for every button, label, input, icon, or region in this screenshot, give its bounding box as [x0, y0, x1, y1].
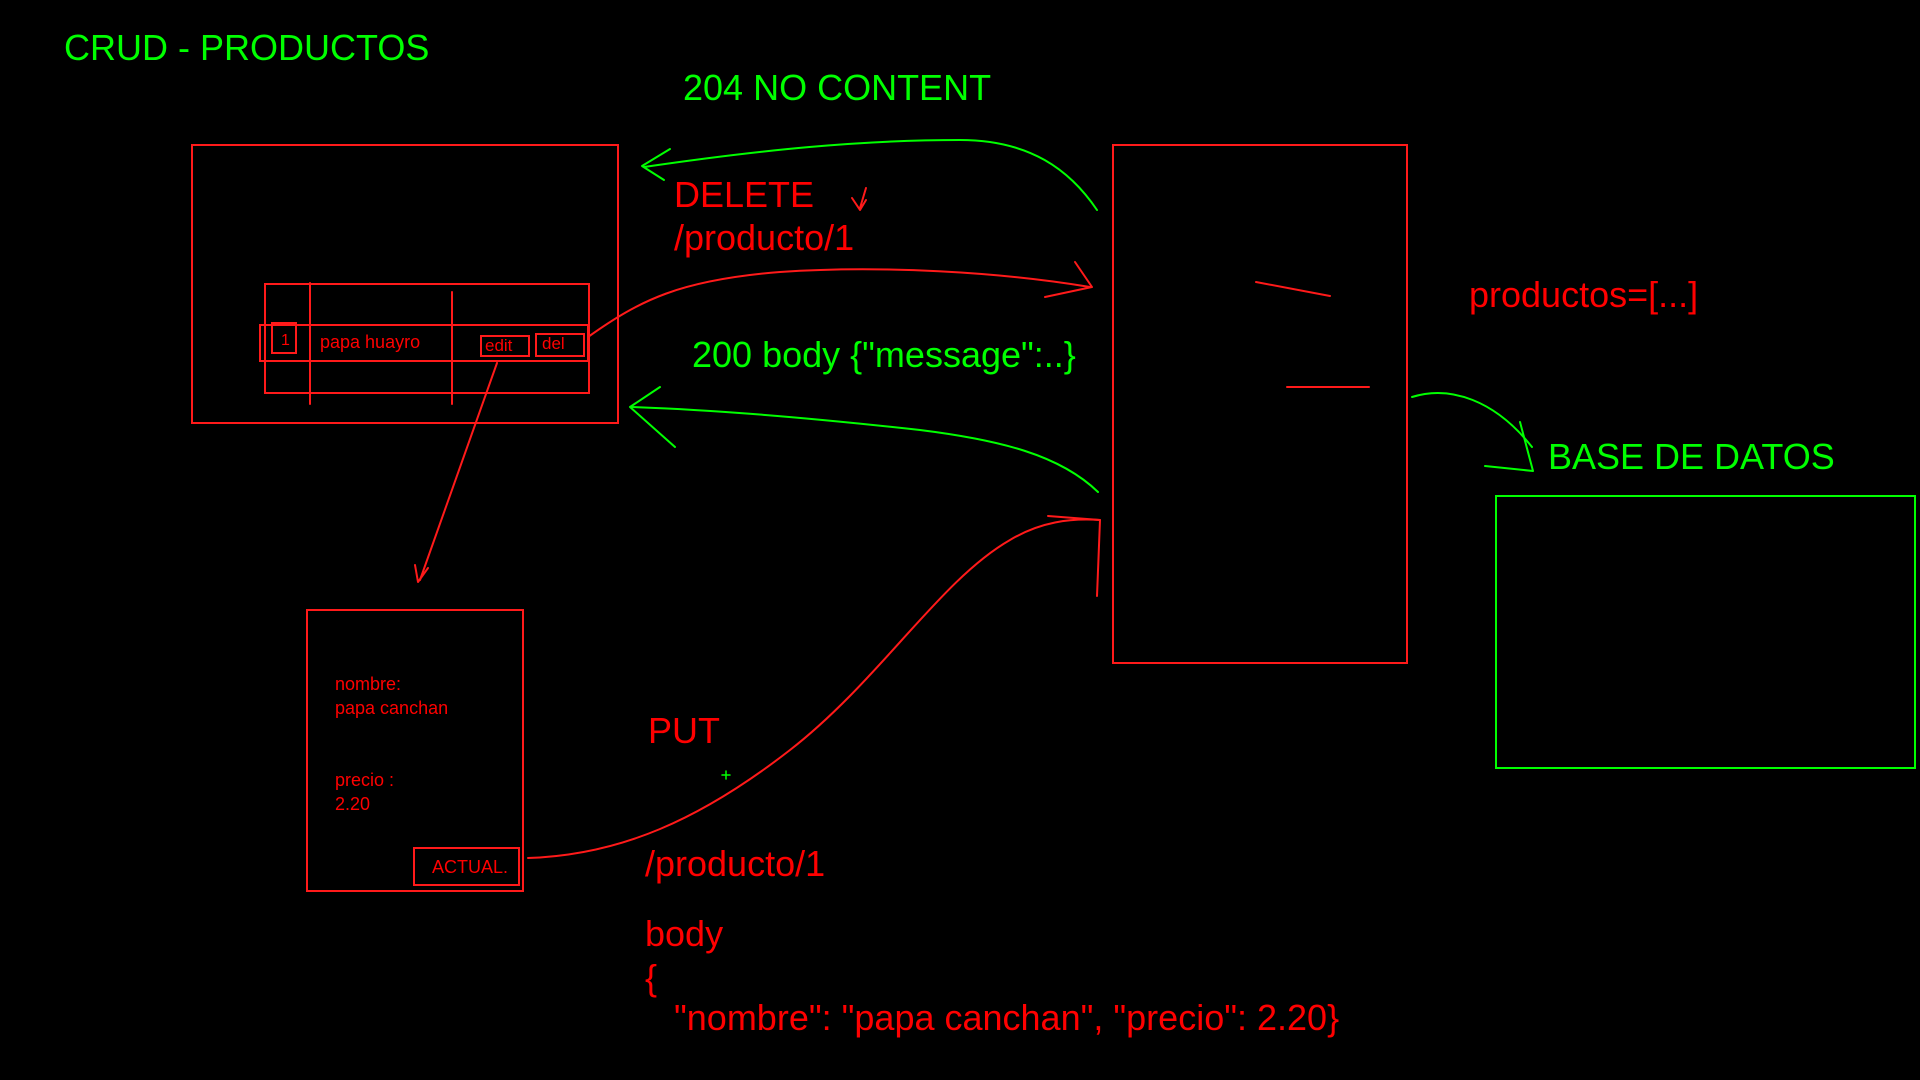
server-to-db-arrow — [1411, 392, 1533, 448]
put-response-arrowhead — [629, 386, 676, 448]
nombre-value[interactable]: papa canchan — [335, 698, 449, 718]
row-id: 1 — [281, 332, 290, 349]
put-response-label: 200 body {"message":..} — [692, 334, 1076, 375]
delete-request-arrow — [587, 268, 1091, 338]
edit-form — [306, 609, 524, 892]
database-label: BASE DE DATOS — [1548, 436, 1835, 477]
put-body-brace: { — [645, 957, 658, 998]
delete-tick-mark — [851, 187, 867, 211]
put-method-label: PUT — [648, 710, 720, 751]
delete-request-arrowhead — [1044, 261, 1093, 298]
server-variable-label: productos=[...] — [1469, 274, 1699, 315]
edit-button-label: edit — [485, 336, 513, 355]
precio-value[interactable]: 2.20 — [335, 794, 371, 814]
precio-label: precio : — [335, 770, 395, 790]
nombre-label: nombre: — [335, 674, 402, 694]
delete-button[interactable] — [535, 333, 585, 357]
edit-to-form-arrowhead — [414, 564, 429, 583]
delete-path-label: /producto/1 — [674, 217, 855, 258]
put-body-label: body — [645, 913, 724, 954]
delete-response-arrowhead — [641, 148, 671, 181]
diagram-title: CRUD - PRODUCTOS — [64, 27, 430, 68]
server-line-1 — [1255, 281, 1331, 297]
products-table — [264, 283, 590, 394]
edit-button[interactable] — [480, 335, 530, 357]
update-button-label: ACTUAL. — [432, 857, 509, 877]
update-button[interactable] — [413, 847, 520, 886]
client-window — [191, 144, 619, 424]
row-product-name: papa huayro — [320, 332, 421, 352]
edit-to-form-arrow — [419, 362, 498, 581]
delete-response-arrow — [643, 139, 1098, 211]
server-box — [1112, 144, 1408, 664]
database-box — [1495, 495, 1916, 769]
cursor-cross-mark — [721, 770, 731, 780]
put-request-arrowhead — [1047, 515, 1101, 597]
row-id-cell — [271, 322, 297, 354]
put-request-arrow — [527, 518, 1101, 859]
put-path-label: /producto/1 — [645, 843, 826, 884]
products-table-row — [259, 324, 589, 362]
put-response-arrow — [631, 406, 1099, 493]
delete-method-label: DELETE — [674, 174, 815, 215]
delete-button-label: del — [542, 334, 565, 353]
put-body-content: "nombre": "papa canchan", "precio": 2.20… — [674, 997, 1340, 1038]
server-to-db-arrowhead — [1484, 421, 1534, 472]
delete-response-label: 204 NO CONTENT — [683, 67, 992, 108]
